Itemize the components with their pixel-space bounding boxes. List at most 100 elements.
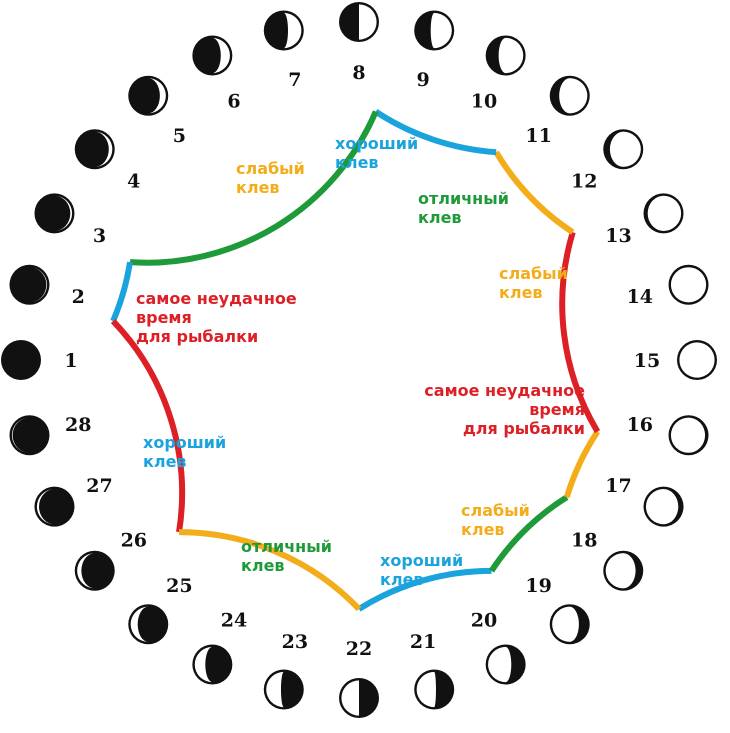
ring-segment-good bbox=[110, 261, 134, 323]
day-number: 18 bbox=[571, 530, 597, 552]
ring-segment-weak bbox=[179, 529, 362, 612]
zone-label-bad-right: самое неудачное время для рыбалки bbox=[424, 381, 585, 438]
zone-line: слабый bbox=[236, 159, 305, 178]
moon-phase-icon bbox=[263, 10, 304, 51]
zone-line: для рыбалки bbox=[136, 327, 259, 346]
zone-line: слабый bbox=[461, 501, 530, 520]
zone-line: отличный bbox=[418, 189, 509, 208]
ring-segment-excellent bbox=[488, 494, 569, 573]
moon-phase-icon bbox=[9, 264, 50, 305]
day-number: 9 bbox=[416, 69, 429, 91]
ring-segment-good bbox=[357, 567, 492, 612]
moon-phase-icon bbox=[74, 129, 115, 170]
moon-phase-icon bbox=[192, 35, 233, 76]
zone-line: клев bbox=[335, 153, 379, 172]
zone-line: клев bbox=[143, 452, 187, 471]
moon-phases bbox=[1, 2, 717, 718]
day-number: 20 bbox=[471, 610, 497, 632]
ring-segment-bad bbox=[110, 318, 186, 533]
zone-label-bad-left: самое неудачное время для рыбалки bbox=[136, 289, 297, 346]
zone-line: для рыбалки bbox=[462, 419, 585, 438]
zone-line: слабый bbox=[499, 264, 568, 283]
day-number: 10 bbox=[471, 91, 497, 113]
zone-label-weak-right: слабый клев bbox=[499, 264, 568, 302]
day-number: 26 bbox=[121, 530, 147, 552]
day-number: 25 bbox=[166, 575, 192, 597]
zone-line: клев bbox=[461, 520, 505, 539]
day-number: 17 bbox=[605, 475, 631, 497]
day-number: 21 bbox=[410, 631, 436, 653]
moon-phase-icon bbox=[192, 644, 233, 685]
day-number: 12 bbox=[571, 170, 597, 192]
ring-segment-excellent bbox=[129, 110, 379, 266]
day-number: 16 bbox=[627, 414, 653, 436]
zone-line: время bbox=[136, 308, 192, 327]
day-number: 8 bbox=[352, 62, 365, 84]
moon-phase-icon bbox=[34, 193, 75, 234]
zone-label-good-bottom: хороший клев bbox=[380, 551, 463, 589]
moon-phase-icon bbox=[414, 10, 455, 51]
moon-phase-icon bbox=[339, 678, 379, 718]
moon-phase-icon bbox=[414, 669, 455, 710]
zone-line: хороший bbox=[335, 134, 419, 153]
day-number: 27 bbox=[86, 475, 112, 497]
day-number: 2 bbox=[72, 286, 85, 308]
day-number: 7 bbox=[288, 69, 301, 91]
zone-label-excellent-top: отличный клев bbox=[418, 189, 509, 227]
zone-line: отличный bbox=[241, 537, 332, 556]
moon-phase-icon bbox=[485, 644, 526, 685]
moon-phase-icon bbox=[677, 340, 717, 380]
day-number: 22 bbox=[346, 638, 372, 660]
day-number: 13 bbox=[605, 225, 631, 247]
zone-line: клев bbox=[241, 556, 285, 575]
day-number: 24 bbox=[221, 610, 247, 632]
zone-line: клев bbox=[380, 570, 424, 589]
day-number: 11 bbox=[525, 125, 551, 147]
zone-line: клев bbox=[236, 178, 280, 197]
bite-quality-ring bbox=[110, 109, 601, 612]
moon-phase-icon bbox=[339, 2, 379, 42]
moon-phase-icon bbox=[34, 486, 75, 527]
day-number: 19 bbox=[525, 575, 551, 597]
ring-segment-weak bbox=[563, 429, 600, 499]
moon-phase-icon bbox=[1, 340, 41, 380]
zone-label-weak-top-left: слабый клев bbox=[236, 159, 305, 197]
moon-phase-icon bbox=[643, 486, 684, 527]
moon-phase-icon bbox=[74, 550, 115, 591]
day-number: 6 bbox=[227, 91, 240, 113]
moon-phase-icon bbox=[549, 75, 590, 116]
moon-phase-icon bbox=[128, 604, 169, 645]
moon-phase-icon bbox=[485, 35, 526, 76]
moon-phase-icon bbox=[128, 75, 169, 116]
day-number: 15 bbox=[634, 350, 660, 372]
moon-phase-icon bbox=[549, 604, 590, 645]
day-number: 3 bbox=[93, 225, 106, 247]
zone-line: самое неудачное bbox=[424, 381, 585, 400]
ring-segment-good bbox=[374, 109, 497, 156]
ring-segment-weak bbox=[493, 150, 575, 235]
day-number: 23 bbox=[282, 631, 308, 653]
zone-label-excellent-bottom: отличный клев bbox=[241, 537, 332, 575]
zone-line: время bbox=[529, 400, 585, 419]
zone-label-good-top: хороший клев bbox=[335, 134, 418, 172]
zone-line: хороший bbox=[143, 433, 227, 452]
moon-phase-icon bbox=[9, 415, 50, 456]
moon-phase-icon bbox=[263, 669, 304, 710]
moon-phase-icon bbox=[603, 550, 644, 591]
day-number: 1 bbox=[64, 350, 77, 372]
zone-line: клев bbox=[499, 283, 543, 302]
zone-line: клев bbox=[418, 208, 462, 227]
moon-phase-icon bbox=[668, 264, 709, 305]
zone-label-weak-lower-right: слабый клев bbox=[461, 501, 530, 539]
day-number: 14 bbox=[627, 286, 653, 308]
day-number: 5 bbox=[173, 125, 186, 147]
moon-phase-icon bbox=[668, 415, 709, 456]
moon-phase-icon bbox=[603, 129, 644, 170]
zone-label-good-left: хороший клев bbox=[143, 433, 226, 471]
day-number: 4 bbox=[127, 170, 140, 192]
zone-line: самое неудачное bbox=[136, 289, 297, 308]
moon-phase-icon bbox=[643, 193, 684, 234]
zone-line: хороший bbox=[380, 551, 464, 570]
